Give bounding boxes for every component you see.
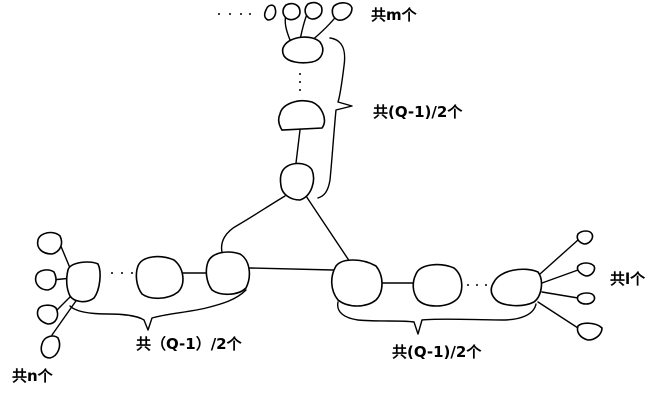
brace-bottom-left-chain: [69, 289, 247, 331]
label-right-count: 共l个: [610, 270, 646, 288]
edge-triangle-base: [249, 267, 334, 271]
edge-vertical: [295, 129, 301, 164]
node-top-leaf-4: [331, 2, 353, 21]
node-left-leaf-3: [36, 304, 59, 325]
node-tri-left: [205, 251, 251, 296]
edge-right-leaf-2: [541, 269, 579, 284]
ellipsis-vertical: [299, 73, 301, 91]
node-right-leaf-3: [576, 292, 596, 305]
brace-upper-chain: [317, 37, 353, 199]
edge-left-leaf-1: [59, 243, 71, 269]
label-top-count: 共m个: [371, 6, 417, 24]
node-apex: [279, 162, 315, 201]
node-left-leaf-4: [40, 335, 61, 359]
node-right-leaf-1: [576, 230, 594, 245]
node-left-hub: [65, 261, 101, 303]
brace-bottom-right-chain: [337, 301, 537, 335]
node-right-hub: [490, 268, 543, 307]
node-left-leaf-2: [34, 269, 57, 291]
label-bottom-left-count: 共（Q-1）/2个: [136, 335, 242, 353]
ellipsis-right-chain: [467, 284, 487, 286]
node-left-chain: [135, 255, 184, 300]
node-left-leaf-1: [36, 231, 63, 255]
label-left-count: 共n个: [12, 367, 53, 385]
node-top: [281, 36, 324, 64]
node-tri-right: [330, 259, 383, 307]
label-upper-chain-count: 共(Q-1)/2个: [373, 103, 463, 121]
label-bottom-right-count: 共(Q-1)/2个: [392, 343, 482, 361]
graph-nodes: [34, 1, 603, 359]
ellipsis-marks: [111, 13, 487, 286]
node-top-leaf-3: [304, 1, 323, 20]
edge-right-leaf-1: [539, 239, 579, 275]
node-upper: [277, 99, 326, 131]
node-right-chain: [412, 263, 463, 307]
node-top-leaf-1: [263, 4, 277, 21]
node-right-leaf-2: [576, 262, 596, 277]
braces: [69, 37, 537, 335]
edge-right-leaf-3: [541, 291, 579, 299]
ellipsis-top-left: [218, 13, 251, 15]
graph-edges: [51, 13, 579, 336]
edge-triangle-right: [305, 195, 351, 263]
node-top-leaf-2: [282, 2, 301, 21]
ellipsis-left-chain: [111, 272, 133, 274]
edge-left-leaf-4: [51, 297, 79, 336]
edge-top-leaf-2: [299, 13, 308, 41]
edge-right-leaf-4: [537, 301, 579, 329]
node-right-leaf-4: [576, 322, 603, 341]
edge-triangle-left: [220, 195, 286, 253]
